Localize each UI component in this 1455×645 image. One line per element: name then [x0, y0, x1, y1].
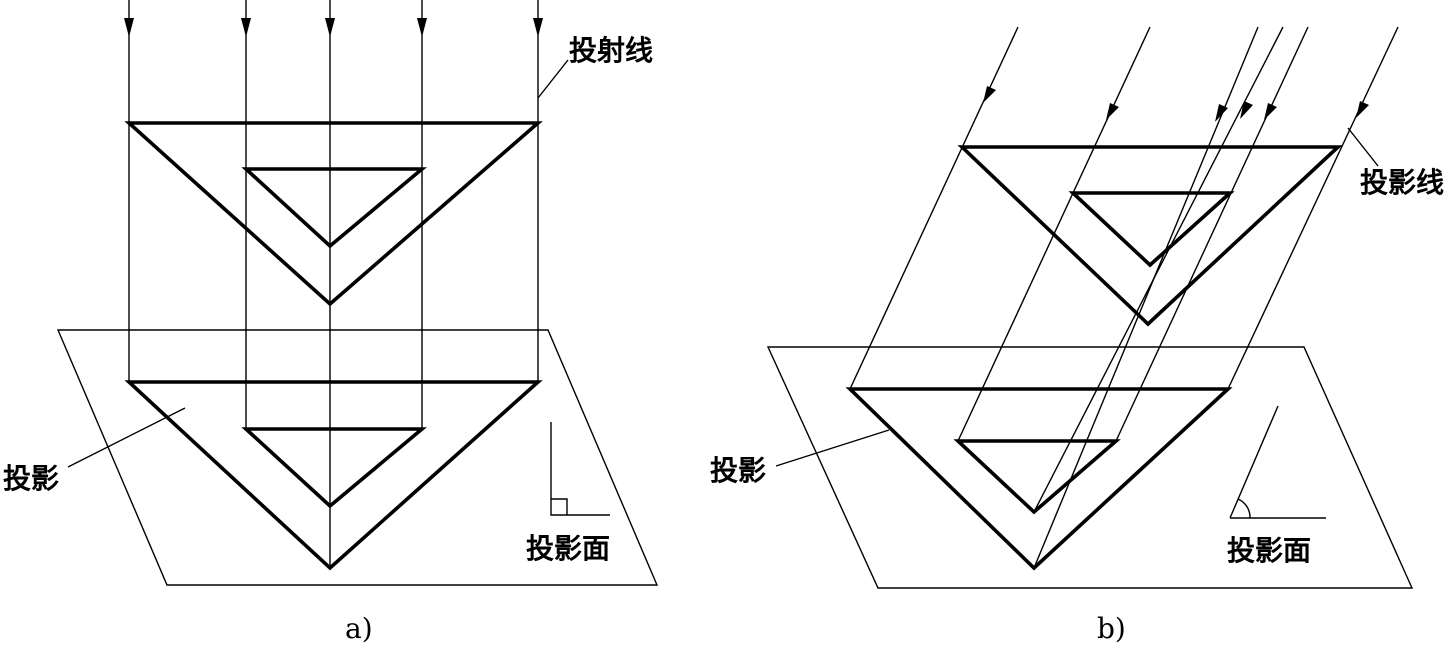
- panel-b-projection-plane: [766, 346, 1414, 589]
- panel-a-object-outer-triangle: [124, 121, 543, 307]
- panel-b-object-inner-triangle: [1068, 191, 1235, 268]
- panel-b-projection-leader: [775, 429, 890, 467]
- panel-a-rays-leader: [537, 59, 569, 99]
- panel-a-projection-plane: [56, 329, 659, 586]
- panel-b-angle-arc: [1237, 498, 1251, 519]
- panel-b-arrowhead-4: [1240, 101, 1253, 119]
- panel-b-ray-6: [1227, 26, 1399, 390]
- panel-b-arrowhead-1: [983, 86, 996, 103]
- panel-b-rays-label: 投影线: [1360, 166, 1444, 199]
- panel-a-caption: a): [345, 612, 373, 645]
- panel-b-object-outer-triangle: [957, 145, 1343, 327]
- panel-a-arrowhead-4: [417, 18, 427, 37]
- panel-b-arrowhead-5: [1264, 103, 1277, 120]
- panel-b-arrowhead-3: [1215, 104, 1228, 122]
- panel-a-projection-leader: [67, 407, 186, 468]
- panel-b-projection-inner-triangle: [953, 439, 1121, 515]
- panel-b: 投影线 投影 投影面 b): [710, 26, 1444, 645]
- panel-a-arrowhead-1: [124, 18, 134, 37]
- panel-b-projection-outer-triangle: [845, 387, 1233, 571]
- panel-a-rays-label: 投射线: [569, 34, 653, 67]
- panel-b-arrowhead-2: [1106, 103, 1119, 120]
- panel-a: 投射线 投影 投影面 a): [3, 0, 659, 645]
- panel-b-rays-leader: [1347, 127, 1379, 167]
- panel-b-arrowhead-6: [1356, 101, 1369, 118]
- panel-b-angle-ray: [1229, 405, 1279, 519]
- panel-b-caption: b): [1097, 612, 1126, 645]
- panel-a-projection-outer-triangle: [124, 380, 543, 571]
- panel-a-projection-label: 投影: [3, 462, 59, 495]
- panel-a-rays: [124, 0, 543, 568]
- panel-b-ray-5: [1115, 26, 1309, 442]
- panel-a-object-inner-triangle: [241, 167, 427, 249]
- panel-a-plane-label: 投影面: [526, 532, 610, 565]
- panel-a-arrowhead-2: [241, 18, 251, 37]
- panel-a-arrowhead-3: [325, 18, 335, 37]
- panel-a-projection-inner-triangle: [241, 427, 427, 509]
- panel-a-right-angle-box: [551, 498, 568, 515]
- panel-b-projection-label: 投影: [710, 454, 766, 487]
- panel-b-plane-label: 投影面: [1227, 534, 1311, 567]
- panel-a-arrowhead-5: [533, 18, 543, 37]
- panel-b-ray-4: [1033, 26, 1284, 513]
- panel-b-ray-1: [849, 26, 1019, 390]
- panel-a-right-angle-symbol: [550, 422, 610, 516]
